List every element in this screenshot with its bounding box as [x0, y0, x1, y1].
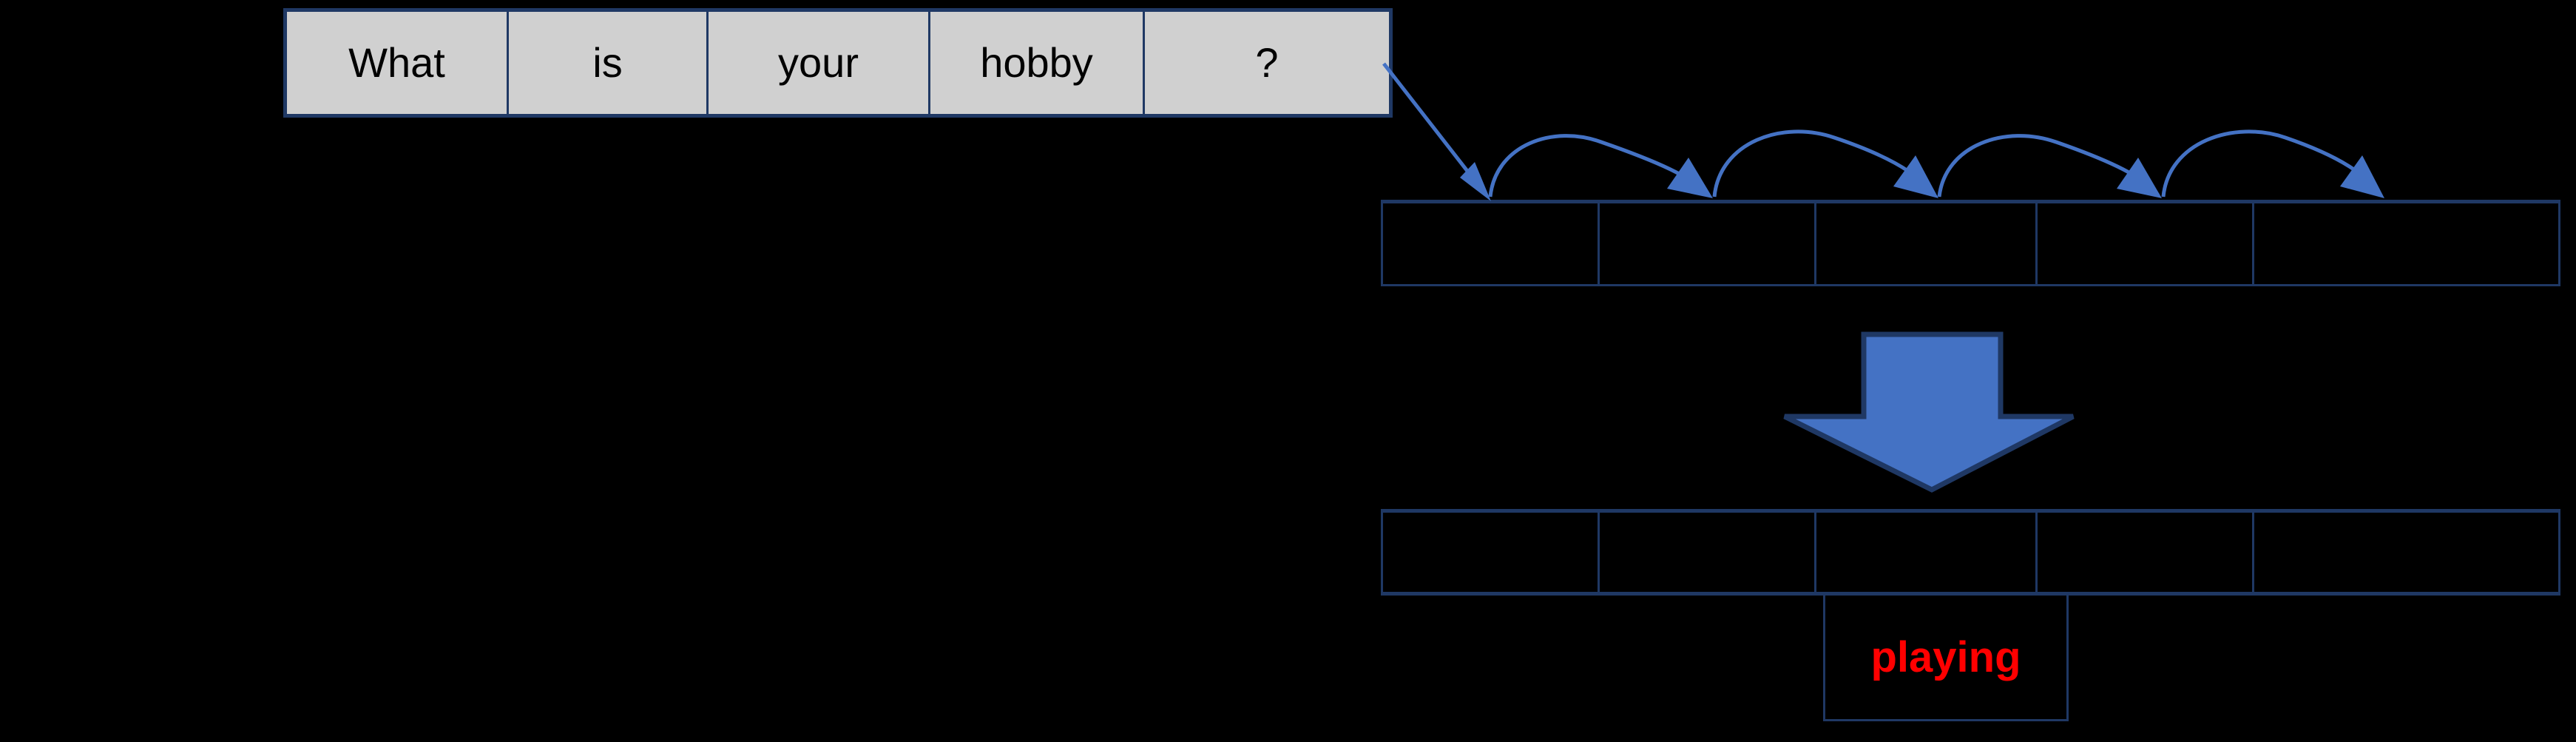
input-token-cell: hobby — [930, 12, 1145, 114]
input-token-cell: ? — [1145, 12, 1389, 114]
predicted-word-label: playing — [1870, 633, 2021, 681]
encoder-cell — [1381, 200, 1600, 286]
encoder-cell — [1598, 200, 1816, 286]
diagonal-feed-arrow — [1382, 62, 1491, 201]
decoder-cell — [2252, 509, 2560, 596]
predicted-word-cell: playing — [1823, 596, 2069, 721]
encoder-cell — [1814, 200, 2038, 286]
decoder-cell — [1381, 509, 1600, 596]
arc-cell3-to-cell4 — [1937, 134, 2162, 198]
arc-cell1-to-cell2 — [1488, 134, 1713, 198]
input-sentence-table: What is your hobby ? — [283, 8, 1393, 118]
encoder-cells-table — [1381, 200, 2560, 286]
input-token-cell: is — [509, 12, 709, 114]
encoder-to-decoder-arrow — [1783, 331, 2075, 493]
encoder-cell — [2035, 200, 2254, 286]
decoder-cell — [1598, 509, 1816, 596]
arc-cell2-to-cell3 — [1712, 129, 1938, 198]
input-token-cell: What — [287, 12, 509, 114]
encoder-cell — [2252, 200, 2560, 286]
decoder-cell — [1814, 509, 2038, 596]
arc-cell4-to-cell5 — [2161, 129, 2384, 198]
input-token-cell: your — [709, 12, 930, 114]
decoder-cells-table — [1381, 509, 2560, 596]
decoder-cell — [2035, 509, 2254, 596]
